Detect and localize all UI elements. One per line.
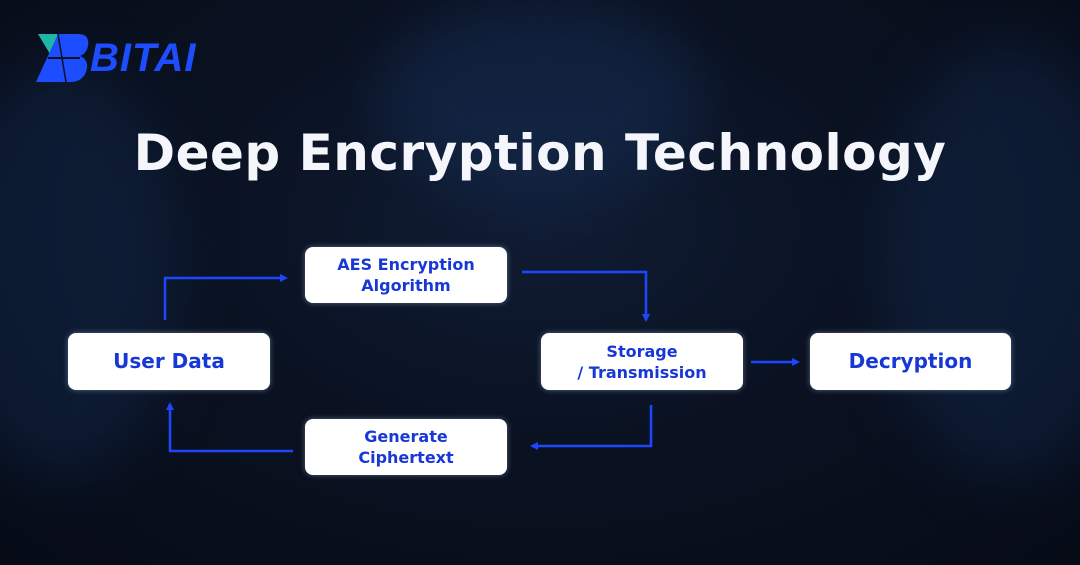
brand-logo: BITAI (36, 32, 196, 84)
arrow-user-to-aes (163, 274, 288, 320)
background-glow (880, 40, 1080, 480)
arrow-aes-to-storage (522, 270, 650, 322)
brand-name: BITAI (90, 35, 197, 80)
node-decryption: Decryption (810, 333, 1011, 390)
node-label: AES Encryption Algorithm (337, 255, 475, 295)
node-generate-ciphertext: Generate Ciphertext (305, 419, 507, 475)
arrow-storage-to-ciphertext (530, 405, 653, 450)
bitai-logo-icon (36, 33, 89, 83)
background-glow (380, 0, 700, 200)
node-label: Decryption (848, 349, 973, 373)
node-aes-encryption: AES Encryption Algorithm (305, 247, 507, 303)
page-title: Deep Encryption Technology (133, 124, 947, 182)
node-user-data: User Data (68, 333, 270, 390)
arrow-ciphertext-to-user (166, 402, 293, 453)
node-label: User Data (113, 349, 225, 373)
node-label: Storage / Transmission (577, 341, 707, 382)
node-label: Generate Ciphertext (358, 427, 454, 467)
node-storage-transmission: Storage / Transmission (541, 333, 743, 390)
